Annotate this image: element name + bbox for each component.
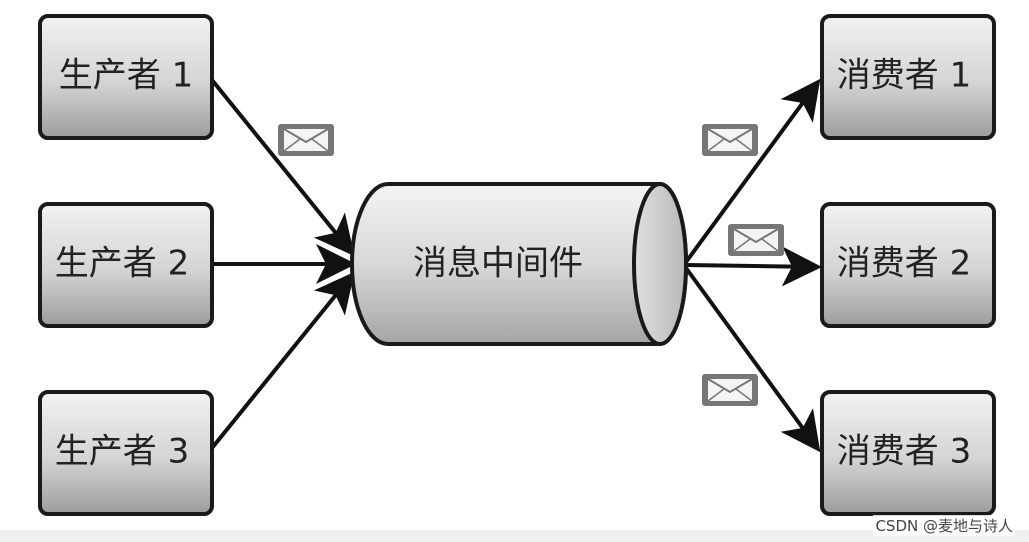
arrow-consumer-1 [684, 78, 821, 264]
envelope-icon [278, 124, 334, 156]
envelope-icon [702, 124, 758, 156]
envelope-icon [728, 224, 784, 256]
consumer-label-2: 消费者 2 [837, 244, 971, 284]
bottom-band [0, 530, 1029, 542]
producer-label-3: 生产者 3 [55, 432, 189, 472]
arrow-producer-1 [210, 78, 355, 257]
arrow-producer-3 [210, 271, 355, 450]
watermark: CSDN @麦地与诗人 [873, 515, 1015, 536]
consumer-box-2: 消费者 2 [820, 202, 996, 328]
producer-box-1: 生产者 1 [38, 14, 214, 140]
producer-label-1: 生产者 1 [59, 56, 193, 96]
arrow-consumer-3 [684, 266, 821, 453]
producer-label-2: 生产者 2 [55, 244, 189, 284]
consumer-box-1: 消费者 1 [820, 14, 996, 140]
consumer-label-3: 消费者 3 [837, 432, 971, 472]
producer-box-3: 生产者 3 [38, 390, 214, 516]
middleware-label: 消息中间件 [413, 244, 583, 284]
arrow-consumer-2 [685, 246, 822, 287]
producer-box-2: 生产者 2 [38, 202, 214, 328]
consumer-box-3: 消费者 3 [820, 390, 996, 516]
consumer-label-1: 消费者 1 [837, 56, 971, 96]
message-middleware-cylinder: 消息中间件 [350, 182, 688, 346]
envelope-icon [702, 374, 758, 406]
